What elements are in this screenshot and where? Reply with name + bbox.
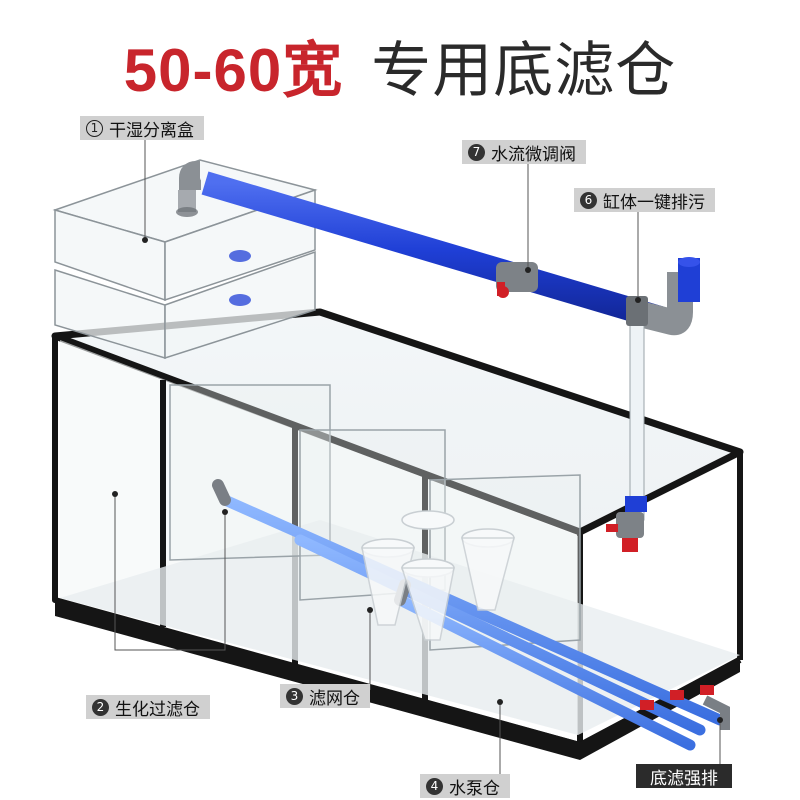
label-number: 7: [468, 143, 485, 161]
label-number: 4: [426, 777, 443, 795]
label-number: 1: [86, 119, 103, 137]
label-text: 生化过滤仓: [115, 699, 200, 720]
label-one-key-drain: 6 缸体一键排污: [574, 188, 715, 213]
page-title: 50-60宽专用底滤仓: [0, 22, 800, 109]
label-number: 2: [92, 698, 109, 716]
label-dry-wet-box: 1 干湿分离盒: [80, 116, 204, 141]
label-bottom-drain: 底滤强排: [636, 764, 732, 789]
label-bio-filter: 2 生化过滤仓: [86, 695, 210, 720]
label-text: 干湿分离盒: [109, 120, 194, 141]
label-filter-mesh: 3 滤网仓: [280, 684, 370, 709]
label-number: 6: [580, 191, 597, 209]
label-text: 水泵仓: [449, 778, 500, 799]
label-pump-chamber: 4 水泵仓: [420, 774, 510, 799]
drain-valves: [640, 685, 730, 730]
label-flow-valve: 7 水流微调阀: [462, 140, 586, 165]
label-number: 3: [286, 687, 303, 705]
filter-socks: [361, 510, 515, 641]
label-text: 水流微调阀: [491, 144, 576, 165]
dry-wet-box: [52, 159, 318, 360]
label-text: 底滤强排: [650, 768, 718, 789]
label-text: 缸体一键排污: [603, 192, 705, 213]
title-text: 专用底滤仓: [371, 36, 677, 106]
label-text: 滤网仓: [309, 688, 360, 709]
title-size: 50-60宽: [123, 37, 344, 104]
drain-pipe: [606, 296, 648, 552]
